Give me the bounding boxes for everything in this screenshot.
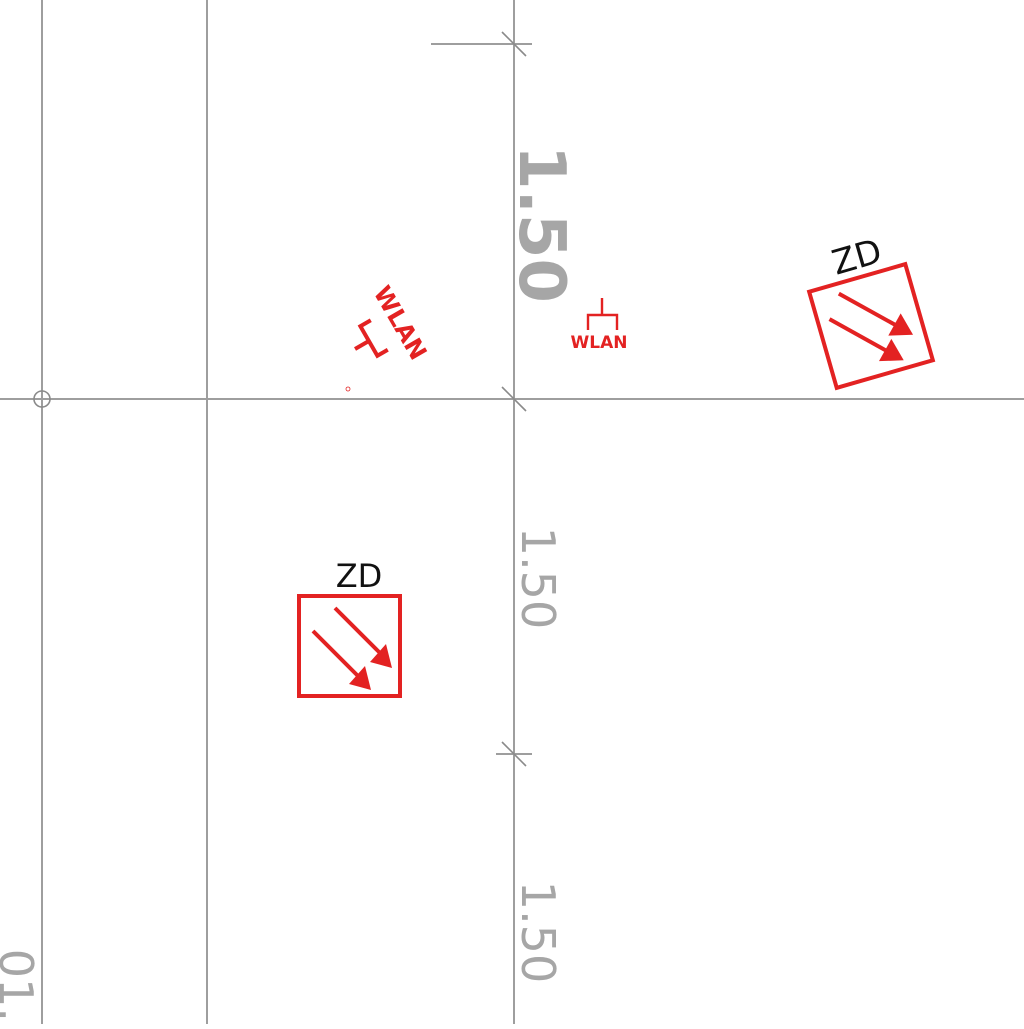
- zd-lower-label: ZD: [336, 557, 383, 595]
- zd-lower-arrow-shaft-1: [333, 606, 382, 655]
- dimension-ticks: [501, 31, 527, 767]
- wlan-rotated-antenna-icon: [354, 339, 370, 351]
- wlan-rotated-bracket-icon: [357, 318, 389, 359]
- arrow-head-icon: [349, 666, 371, 690]
- arrow-head-icon: [888, 313, 914, 336]
- zd-symbol-lower[interactable]: [297, 594, 402, 698]
- zd-upper-label: ZD: [828, 231, 887, 283]
- arrow-head-icon: [370, 644, 392, 668]
- zd-lower-box: [297, 594, 402, 698]
- wlan-bracket-icon: [586, 313, 619, 330]
- edge-dimension-text: 01.0: [0, 949, 43, 1024]
- dimension-tick-top: [501, 31, 527, 57]
- grid-reference-circle: [33, 390, 51, 408]
- dimension-text-middle: 1.50: [511, 527, 565, 629]
- arrow-head-icon: [879, 338, 904, 362]
- zd-upper-arrow-shaft-1: [837, 291, 897, 327]
- wlan-small-label: WLAN: [571, 333, 628, 353]
- dimension-text-lower: 1.50: [511, 881, 565, 983]
- zd-upper-arrow-shaft-2: [828, 317, 888, 353]
- zd-upper-box: [806, 261, 936, 391]
- zd-lower-arrow-shaft-2: [311, 629, 360, 678]
- small-marker-circle: [345, 386, 351, 392]
- wlan-symbol-rotated[interactable]: WLAN: [335, 281, 432, 384]
- wlan-symbol-small[interactable]: [586, 298, 619, 330]
- dimension-tick-middle: [501, 386, 527, 412]
- dimension-tick-bottom: [501, 741, 527, 767]
- dimension-text-upper: 1.50: [504, 145, 578, 303]
- zd-symbol-upper[interactable]: [806, 261, 936, 391]
